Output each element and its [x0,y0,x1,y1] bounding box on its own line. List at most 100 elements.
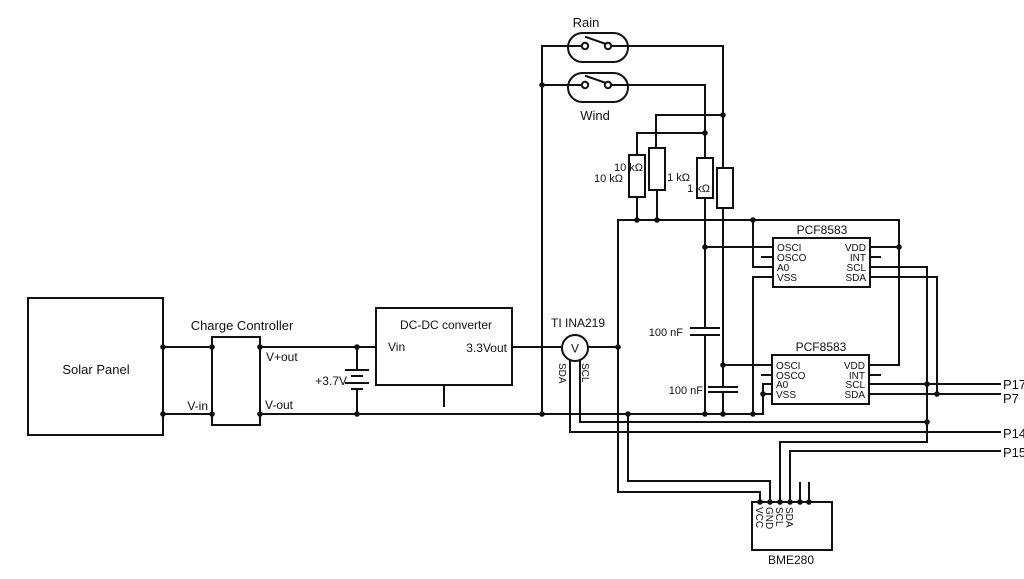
pin-p17-label: P17 [1003,377,1024,392]
resistor-r1-body [628,154,646,198]
pin-p15-label: P15 [1003,445,1024,460]
pcf2-pin-scl: SCL [846,380,866,391]
junction-dot-32 [806,499,812,505]
resistor-r2-label: 10 kΩ [614,162,643,174]
wind-contact-left [580,80,590,90]
solar-panel-box [27,297,164,436]
pcf1-pin-vdd: VDD [845,243,866,254]
wind-switch-body [567,72,629,103]
junction-dot-0 [160,344,166,350]
junction-dot-22 [720,411,726,417]
junction-dot-20 [625,411,631,417]
bme280-title: BME280 [768,553,814,567]
solar-panel-label: Solar Panel [62,362,129,377]
junction-dot-4 [257,344,263,350]
junction-dot-31 [797,499,803,505]
junction-dot-18 [720,362,726,368]
junction-dot-12 [702,130,708,136]
cap1-label: 100 nF [649,327,684,339]
resistor-r4-body [716,167,734,209]
v-in-label: V-in [187,399,208,413]
pcf2-pin-osci: OSCI [776,361,800,372]
ina219-title: TI INA219 [551,316,605,330]
junction-dot-1 [209,344,215,350]
pcf2-pin-int: INT [849,371,865,382]
pcf2-pin-sda: SDA [844,390,865,401]
rain-contact-right [603,41,613,51]
rain-switch-body [567,32,629,63]
cap2-label: 100 nF [669,385,704,397]
pcf2-title: PCF8583 [796,340,847,354]
junction-dot-8 [615,344,621,350]
bme-pin-gnd: GND [763,507,774,529]
pcf8583-1-box [772,237,871,288]
junction-dot-9 [539,82,545,88]
junction-dot-28 [767,499,773,505]
pcf8583-2-box [771,354,870,405]
resistor-r2-body [648,147,666,191]
rain-label: Rain [573,15,600,30]
v-plus-out-label: V+out [266,350,298,364]
pin-p14-label: P14 [1003,426,1024,441]
pcf2-pin-osco: OSCO [776,371,806,382]
pcf1-pin-scl: SCL [847,263,867,274]
pcf1-pin-a0: A0 [777,263,790,274]
junction-dot-27 [757,499,763,505]
pcf1-title: PCF8583 [797,223,848,237]
resistor-r1-label: 10 kΩ [594,173,623,185]
wind-label: Wind [580,108,610,123]
bme-pin-vcc: VCC [753,507,764,528]
dcdc-vin-label: Vin [388,340,405,354]
junction-dot-29 [777,499,783,505]
resistor-r4-label: 1 kΩ [687,183,710,195]
bme-pin-scl: SCL [773,507,784,527]
junction-dot-10 [539,411,545,417]
resistor-r3-body [696,157,714,199]
pcf2-pin-vss: VSS [776,390,796,401]
ina219-meter-circle [561,334,589,362]
pcf2-pin-vdd: VDD [844,361,865,372]
junction-dot-21 [702,411,708,417]
pcf1-pin-sda: SDA [845,273,866,284]
v-minus-out-label: V-out [265,398,294,412]
junction-dot-7 [354,411,360,417]
junction-dot-26 [924,419,930,425]
junction-dot-13 [634,217,640,223]
ina219-sda-label: SDA [556,363,567,384]
dcdc-vout-label: 3.3Vout [466,341,507,355]
dcdc-converter-box [375,307,513,386]
junction-dot-19 [760,391,766,397]
wind-contact-right [603,80,613,90]
junction-dot-24 [924,381,930,387]
wind-switch-lever [584,74,608,85]
junction-dot-23 [750,411,756,417]
pcf2-pin-a0: A0 [776,380,789,391]
junction-dot-3 [209,411,215,417]
junction-dot-15 [750,217,756,223]
junction-dot-6 [354,344,360,350]
ina219-v-symbol: V [571,342,579,356]
charge-controller-label: Charge Controller [191,318,294,333]
junction-dot-14 [654,217,660,223]
junction-dot-11 [720,112,726,118]
junction-dot-17 [702,244,708,250]
junction-dot-25 [934,391,940,397]
junction-dot-2 [160,411,166,417]
charge-controller-box [211,336,261,426]
dcdc-title: DC-DC converter [400,318,492,332]
pcf1-pin-vss: VSS [777,273,797,284]
resistor-r3-label: 1 kΩ [667,172,690,184]
battery-voltage-label: +3.7V [315,374,347,388]
bme-pin-sda: SDA [783,507,794,528]
junction-dot-5 [257,411,263,417]
junction-dot-30 [787,499,793,505]
ina219-scl-label: SCL [579,363,590,383]
junction-dot-16 [896,244,902,250]
rain-contact-left [580,41,590,51]
pcf1-pin-osco: OSCO [777,253,807,264]
pin-p7-label: P7 [1003,391,1019,406]
pcf1-pin-osci: OSCI [777,243,801,254]
